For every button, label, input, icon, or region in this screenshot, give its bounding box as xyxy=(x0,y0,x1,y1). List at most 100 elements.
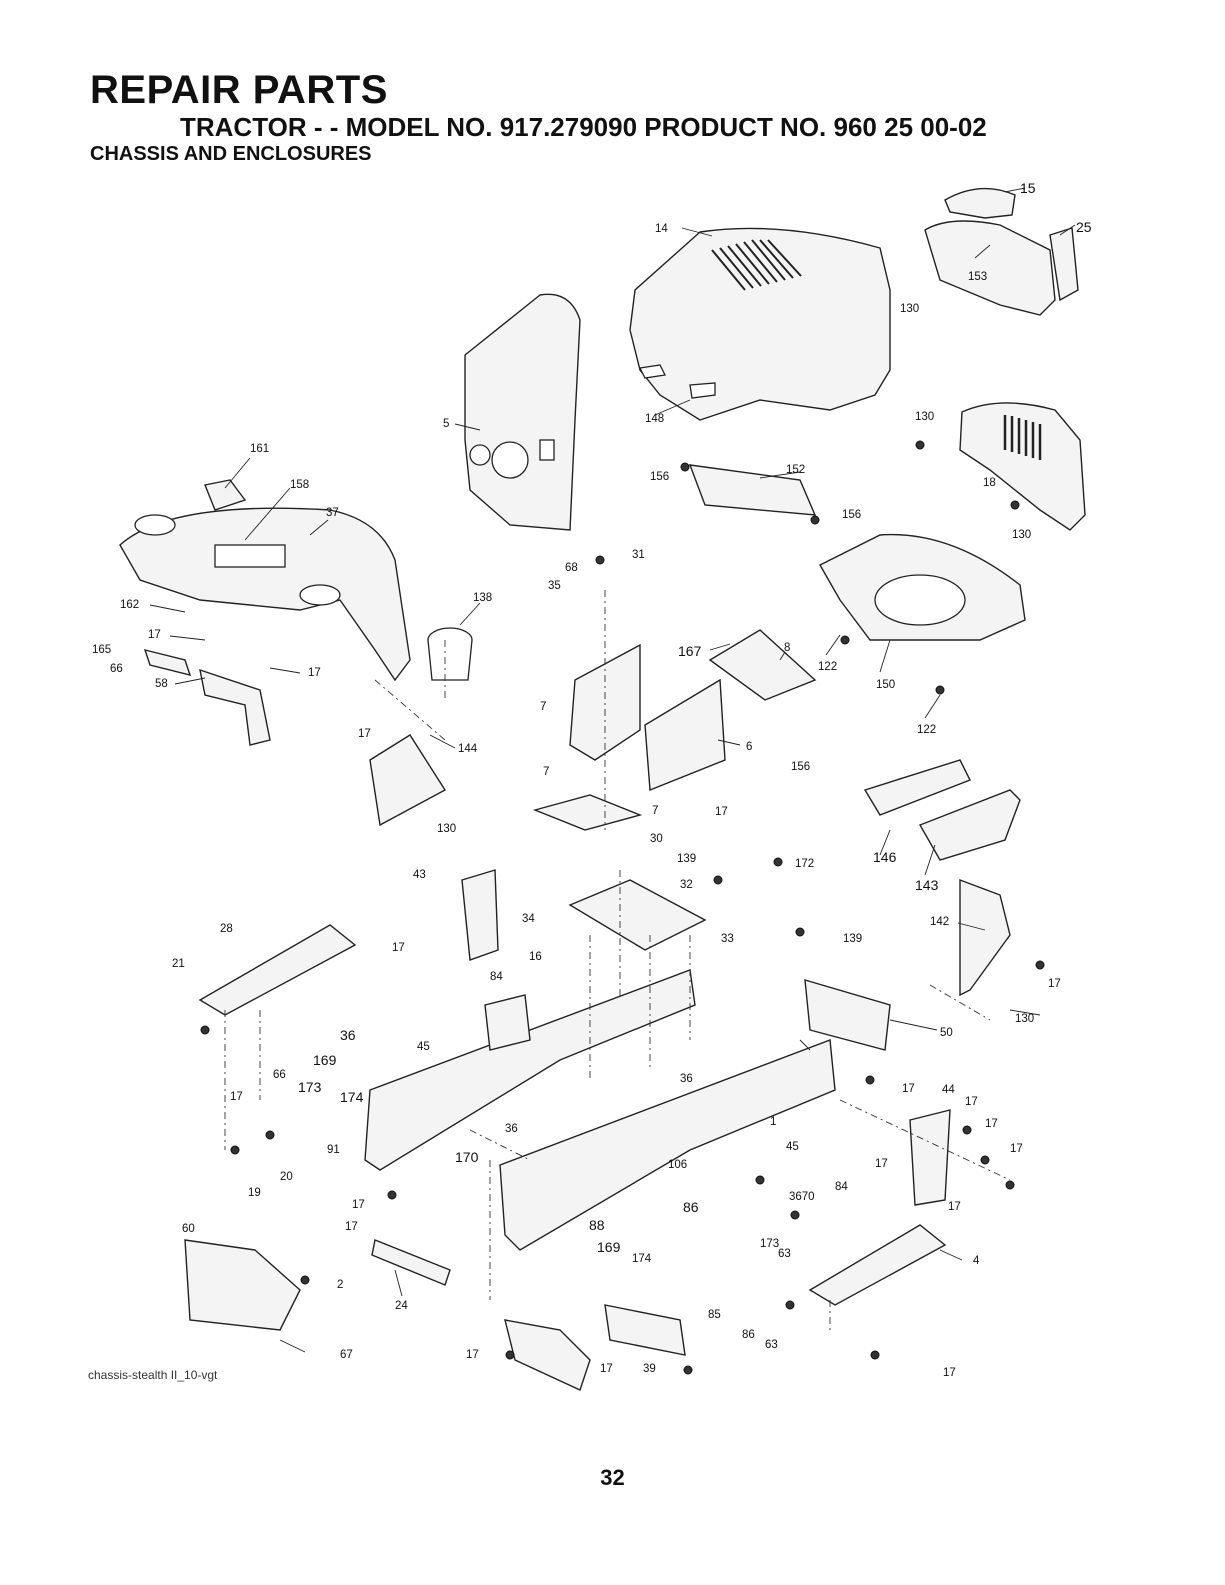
callout-label: 139 xyxy=(677,853,696,865)
dash-panel-part xyxy=(464,293,581,531)
bracket-144-part xyxy=(369,734,446,827)
hardware-bolts xyxy=(200,440,1045,1375)
callout-label: 88 xyxy=(589,1217,605,1233)
callout-label: 68 xyxy=(565,562,578,574)
callout-label: 36 xyxy=(680,1073,693,1085)
bushing-16-part xyxy=(484,994,531,1051)
callout-label: 18 xyxy=(983,477,996,489)
callout-label: 17 xyxy=(985,1118,998,1130)
callout-label: 25 xyxy=(1076,219,1092,235)
callout-label: 152 xyxy=(786,464,805,476)
callout-label: 173 xyxy=(298,1079,322,1095)
callout-label: 150 xyxy=(876,679,895,691)
section-title: CHASSIS AND ENCLOSURES xyxy=(90,143,372,165)
callout-label: 5 xyxy=(443,418,449,430)
footrest-right-part xyxy=(808,1224,947,1306)
callout-label: 143 xyxy=(915,877,939,893)
leader-lines xyxy=(149,187,1076,1353)
callout-label: 122 xyxy=(917,724,936,736)
callout-label: 66 xyxy=(110,663,123,675)
callout-label: 34 xyxy=(522,913,535,925)
callout-label: 106 xyxy=(668,1159,687,1171)
frame-bracket-part xyxy=(569,629,817,792)
knob-161-part xyxy=(204,479,247,511)
callout-label: 36 xyxy=(340,1027,356,1043)
callout-label: 130 xyxy=(437,823,456,835)
assembly-lines xyxy=(224,590,1011,1330)
callout-label: 86 xyxy=(742,1329,755,1341)
page-title: REPAIR PARTS xyxy=(90,68,388,112)
callout-label: 35 xyxy=(548,580,561,592)
callout-label: 130 xyxy=(1012,529,1031,541)
callout-label: 122 xyxy=(818,661,837,673)
callout-label: 58 xyxy=(155,678,168,690)
callout-label: 144 xyxy=(458,743,478,755)
floor-plate-part xyxy=(532,794,643,831)
callout-label: 17 xyxy=(943,1367,956,1379)
callout-label: 153 xyxy=(968,271,987,283)
callout-label: 138 xyxy=(473,592,492,604)
bracket-142-part xyxy=(959,878,1011,997)
callout-label: 8 xyxy=(784,642,790,654)
callout-label: 17 xyxy=(358,728,371,740)
callout-label: 148 xyxy=(645,413,664,425)
fender-part xyxy=(119,507,411,682)
grille-part xyxy=(924,187,1079,316)
callout-label: 24 xyxy=(395,1300,408,1312)
callout-labels: 15 25 14 153 130 148 130 18 130 5 156 15… xyxy=(92,180,1092,1379)
callout-label: 21 xyxy=(172,958,185,970)
callout-label: 17 xyxy=(715,806,728,818)
callout-label: 43 xyxy=(413,869,426,881)
callout-label: 158 xyxy=(290,479,309,491)
callout-label: 30 xyxy=(650,833,663,845)
diagram-caption: chassis-stealth II_10-vgt xyxy=(88,1368,218,1382)
callout-label: 17 xyxy=(466,1349,479,1361)
callout-label: 7 xyxy=(543,766,549,778)
callout-label: 85 xyxy=(708,1309,721,1321)
callout-label: 17 xyxy=(600,1363,613,1375)
callout-label: 142 xyxy=(930,916,949,928)
callout-label: 7 xyxy=(652,805,658,817)
model-subtitle: TRACTOR - - MODEL NO. 917.279090 PRODUCT… xyxy=(180,112,987,142)
footrest-left-part xyxy=(198,924,357,1016)
callout-label: 156 xyxy=(650,471,669,483)
callout-label: 169 xyxy=(597,1239,621,1255)
callout-label: 37 xyxy=(326,507,339,519)
callout-label: 172 xyxy=(795,858,814,870)
callout-label: 45 xyxy=(786,1141,799,1153)
callout-label: 17 xyxy=(948,1201,961,1213)
callout-label: 17 xyxy=(308,667,321,679)
callout-label: 19 xyxy=(248,1187,261,1199)
callout-label: 31 xyxy=(632,549,645,561)
callout-label: 17 xyxy=(965,1096,978,1108)
callout-label: 139 xyxy=(843,933,862,945)
callout-label: 17 xyxy=(345,1221,358,1233)
cup-holder-body xyxy=(427,639,473,681)
callout-label: 17 xyxy=(392,942,405,954)
battery-tray-part xyxy=(819,533,1026,641)
callout-label: 167 xyxy=(678,643,702,659)
callout-label: 67 xyxy=(340,1349,353,1361)
bar-85-part xyxy=(371,1239,451,1286)
callout-label: 91 xyxy=(327,1144,340,1156)
callout-label: 130 xyxy=(1015,1013,1034,1025)
bracket-44-part xyxy=(909,1109,951,1206)
callout-label: 165 xyxy=(92,644,111,656)
callout-label: 1 xyxy=(770,1116,776,1128)
callout-label: 66 xyxy=(273,1069,286,1081)
callout-label: 4 xyxy=(973,1255,980,1267)
callout-label: 17 xyxy=(148,629,161,641)
callout-label: 20 xyxy=(280,1171,293,1183)
callout-label: 17 xyxy=(1010,1143,1023,1155)
bracket-43-part xyxy=(461,869,499,961)
callout-label: 17 xyxy=(230,1091,243,1103)
callout-label: 3670 xyxy=(789,1191,815,1203)
callout-label: 36 xyxy=(505,1123,518,1135)
callout-label: 86 xyxy=(683,1199,699,1215)
page-number: 32 xyxy=(600,1465,625,1490)
bracket-58-part xyxy=(199,668,271,746)
callout-label: 130 xyxy=(900,303,919,315)
callout-label: 7 xyxy=(540,701,546,713)
callout-label: 17 xyxy=(902,1083,915,1095)
